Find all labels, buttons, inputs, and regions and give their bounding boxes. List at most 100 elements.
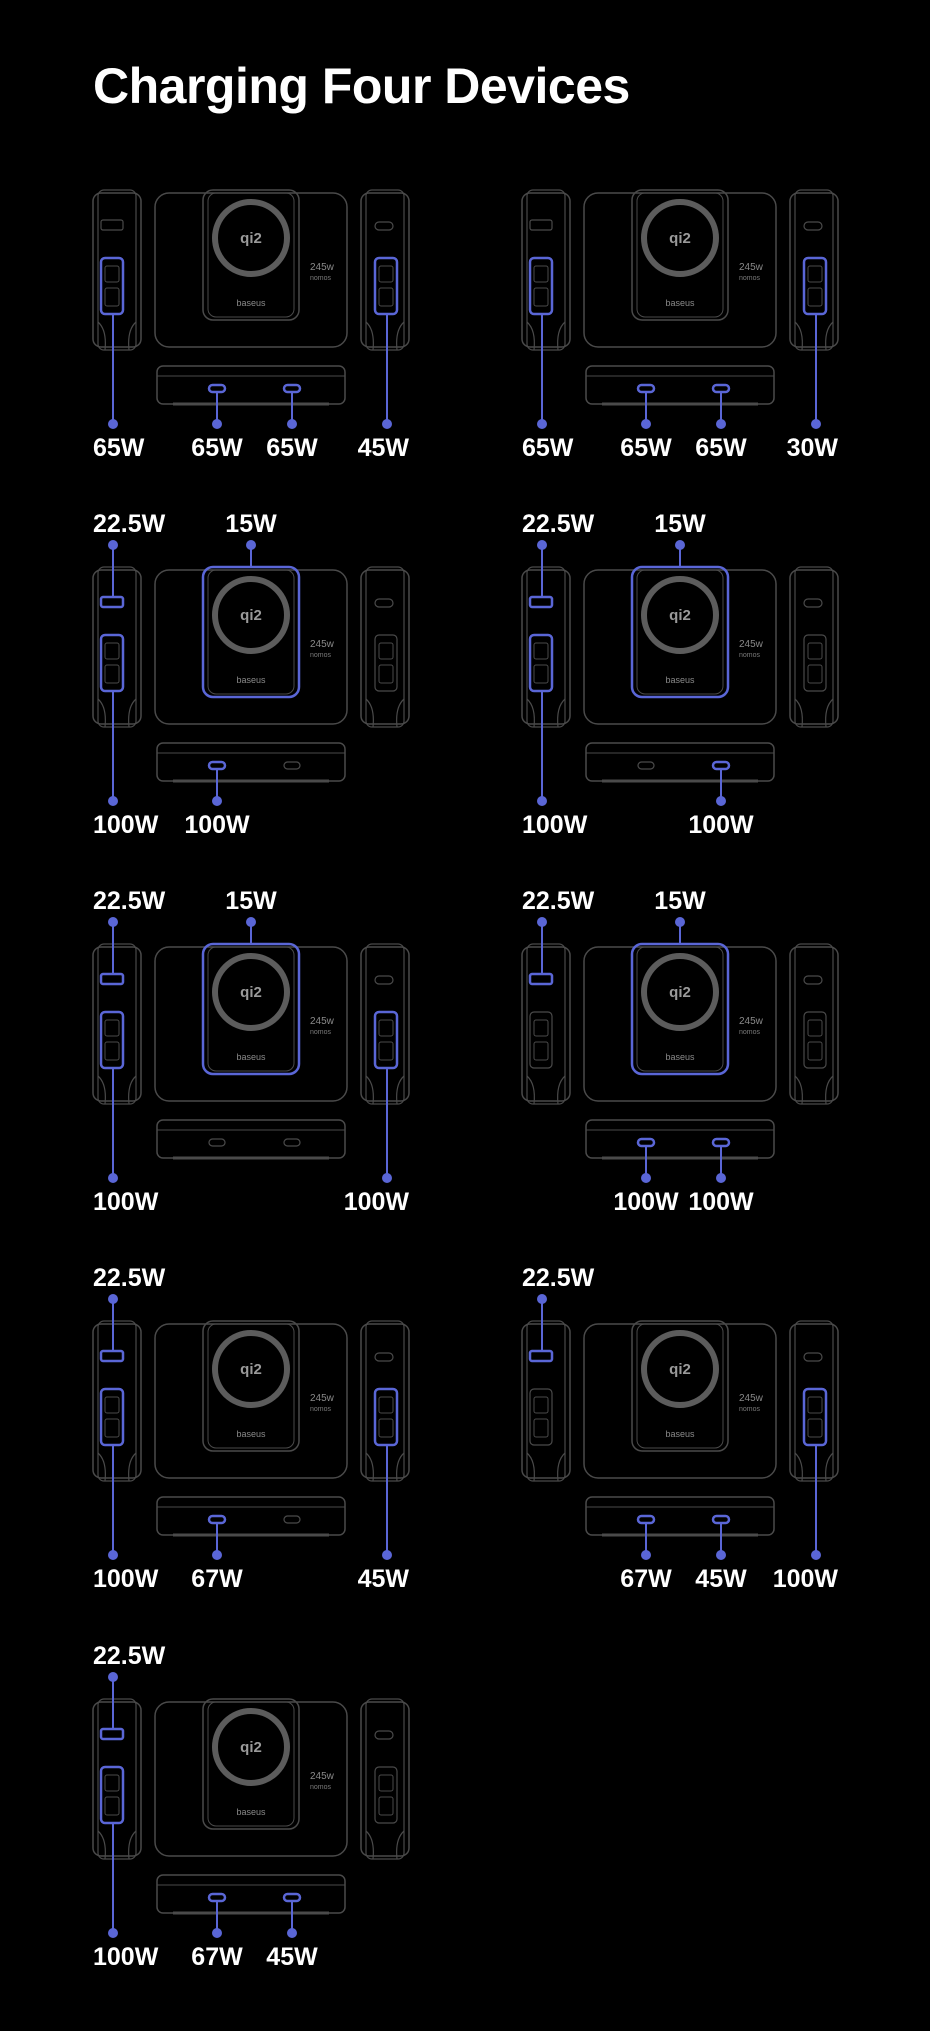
connector-dot: [675, 540, 685, 550]
label-side-right: 30W: [787, 434, 839, 462]
magnetic-ring: [641, 576, 719, 654]
brand-logo: baseus: [236, 1052, 266, 1062]
usb-a-port: [99, 595, 125, 609]
label-bottom-right: 100W: [688, 1188, 754, 1216]
qi2-logo: qi2: [669, 607, 691, 624]
power-rating: 245w: [310, 1016, 335, 1027]
connector-dot: [811, 1550, 821, 1560]
left-side-unit: [521, 943, 571, 1105]
side-usb-c-port-right: [803, 634, 827, 692]
side-usb-c-port-right: [374, 634, 398, 692]
side-usb-c-port-right: [374, 1766, 398, 1824]
connector-dot: [212, 796, 222, 806]
connector-dot: [537, 540, 547, 550]
usb-a-port: [528, 1349, 554, 1363]
power-rating: 245w: [310, 262, 335, 273]
bottom-base-unit: [585, 742, 775, 783]
bottom-base-unit: [156, 1496, 346, 1537]
model-name: nomos: [310, 1784, 332, 1791]
wireless-pad: [631, 189, 729, 321]
left-side-unit: [521, 1320, 571, 1482]
power-rating: 245w: [739, 262, 764, 273]
bottom-usb-c-port-right: [283, 1515, 301, 1524]
label-usb-a: 22.5W: [522, 1264, 595, 1292]
label-side-left: 100W: [93, 1188, 159, 1216]
qi2-logo: qi2: [669, 230, 691, 247]
brand-logo: baseus: [236, 1807, 266, 1817]
right-side-unit: [360, 189, 410, 351]
connector-dot: [382, 1173, 392, 1183]
wireless-pad: [202, 1320, 300, 1452]
model-name: nomos: [310, 275, 332, 282]
bottom-usb-c-port-left: [208, 1138, 226, 1147]
bottom-base-unit: [156, 365, 346, 406]
left-side-unit: [521, 566, 571, 728]
label-bottom-left: 100W: [184, 811, 250, 839]
label-bottom-left: 67W: [191, 1565, 243, 1593]
brand-logo: baseus: [236, 298, 266, 308]
label-bottom-left: 100W: [613, 1188, 679, 1216]
right-side-unit: [360, 566, 410, 728]
connector-dot: [212, 419, 222, 429]
left-side-unit: [92, 1698, 142, 1860]
main-charger-body: qi2 baseus 245w nomos: [154, 189, 348, 348]
wireless-pad: [631, 1320, 729, 1452]
usb-a-port: [528, 595, 554, 609]
model-name: nomos: [739, 1029, 761, 1036]
connector-dot: [108, 540, 118, 550]
connector-dot: [212, 1928, 222, 1938]
power-rating: 245w: [739, 1016, 764, 1027]
power-rating: 245w: [739, 639, 764, 650]
label-side-left: 100W: [522, 811, 588, 839]
right-side-unit: [789, 1320, 839, 1482]
bottom-usb-c-port-left: [207, 1514, 227, 1525]
right-side-unit: [789, 943, 839, 1105]
qi2-logo: qi2: [240, 230, 262, 247]
label-side-left: 100W: [93, 1943, 159, 1971]
bottom-usb-c-port-right: [282, 1892, 302, 1903]
connector-dot: [716, 796, 726, 806]
label-usb-a: 22.5W: [93, 510, 166, 538]
usb-a-port: [99, 1349, 125, 1363]
magnetic-ring: [641, 199, 719, 277]
label-bottom-right: 65W: [695, 434, 747, 462]
label-side-right: 45W: [358, 434, 410, 462]
magnetic-ring: [212, 1708, 290, 1786]
left-side-unit: [92, 1320, 142, 1482]
connector-dot: [716, 1550, 726, 1560]
label-bottom-left: 67W: [191, 1943, 243, 1971]
brand-logo: baseus: [665, 1052, 695, 1062]
connector-dot: [108, 1173, 118, 1183]
connector-dot: [382, 419, 392, 429]
bottom-base-unit: [585, 365, 775, 406]
qi2-logo: qi2: [240, 1361, 262, 1378]
brand-logo: baseus: [665, 1429, 695, 1439]
connector-dot: [382, 1550, 392, 1560]
power-rating: 245w: [739, 1393, 764, 1404]
power-rating: 245w: [310, 639, 335, 650]
brand-logo: baseus: [665, 675, 695, 685]
connector-dot: [108, 1550, 118, 1560]
label-side-left: 100W: [93, 811, 159, 839]
connector-dot: [108, 419, 118, 429]
power-rating: 245w: [310, 1393, 335, 1404]
connector-dot: [108, 1294, 118, 1304]
label-usb-a: 22.5W: [522, 887, 595, 915]
left-side-unit: [92, 943, 142, 1105]
label-wireless: 15W: [654, 510, 706, 538]
magnetic-ring: [212, 199, 290, 277]
magnetic-ring: [212, 953, 290, 1031]
magnetic-ring: [641, 953, 719, 1031]
connector-dot: [537, 1294, 547, 1304]
connector-dot: [716, 419, 726, 429]
right-side-unit: [360, 1320, 410, 1482]
